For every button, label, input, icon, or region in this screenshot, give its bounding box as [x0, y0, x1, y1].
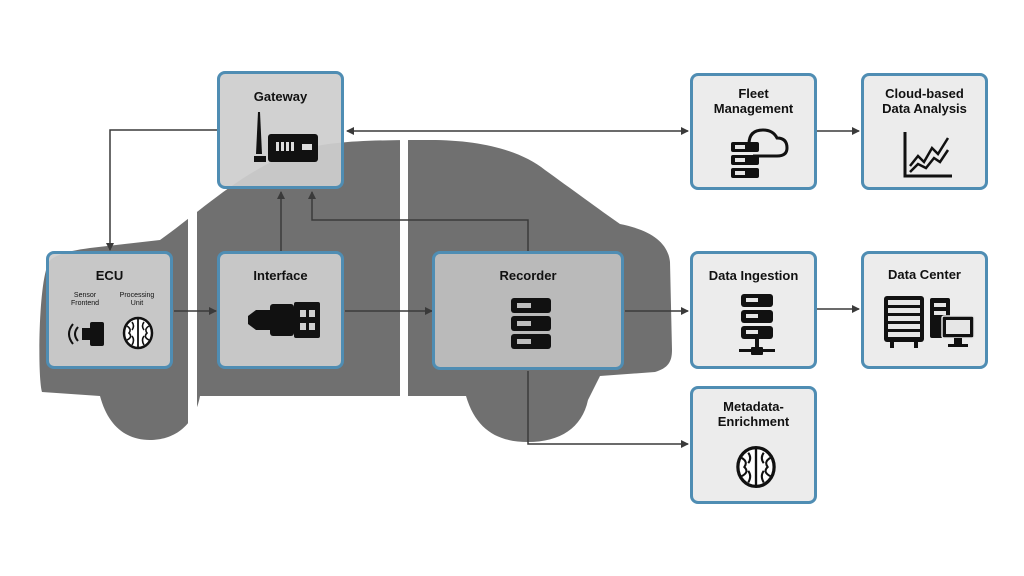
- server-stack-icon: [511, 298, 551, 349]
- connectors: [106, 127, 860, 448]
- gateway-box[interactable]: Gateway: [217, 71, 344, 189]
- line-chart-icon: [903, 132, 952, 178]
- sensor-frontend-label: Sensor Frontend: [70, 292, 100, 307]
- processing-unit-label: Processing Unit: [119, 292, 155, 307]
- router-antenna-icon: [254, 112, 318, 162]
- gateway-title: Gateway: [253, 89, 308, 104]
- data-center-box[interactable]: Data Center: [861, 251, 988, 369]
- recorder-title: Recorder: [499, 268, 557, 283]
- metadata-enrichment-title: Metadata-Enrichment: [717, 399, 790, 429]
- data-ingestion-box[interactable]: Data Ingestion: [690, 251, 817, 369]
- sensor-icon: [68, 322, 104, 346]
- arrow-gateway-to-ecu: [106, 129, 218, 251]
- data-ingestion-title: Data Ingestion: [708, 268, 799, 283]
- cloud-server-icon: [731, 128, 789, 178]
- arrow-recorder-to-gateway: [308, 191, 529, 252]
- ecu-box[interactable]: ECU Sensor Frontend Processing Unit: [46, 251, 173, 369]
- interface-box[interactable]: Interface: [217, 251, 344, 369]
- cloud-analysis-title: Cloud-based Data Analysis: [882, 86, 967, 116]
- fleet-management-title: Fleet Management: [713, 86, 794, 116]
- server-network-icon: [739, 294, 775, 355]
- brain-icon: [122, 316, 154, 350]
- metadata-enrichment-box[interactable]: Metadata-Enrichment: [690, 386, 817, 504]
- usb-connector-icon: [248, 302, 320, 338]
- interface-title: Interface: [253, 268, 308, 283]
- cloud-analysis-box[interactable]: Cloud-based Data Analysis: [861, 73, 988, 190]
- recorder-box[interactable]: Recorder: [432, 251, 624, 370]
- brain-icon: [736, 445, 776, 489]
- ecu-title: ECU: [95, 268, 124, 283]
- arrow-recorder-to-metadata: [527, 371, 689, 448]
- data-center-title: Data Center: [888, 267, 961, 282]
- server-rack-computer-icon: [884, 296, 975, 348]
- fleet-management-box[interactable]: Fleet Management: [690, 73, 817, 190]
